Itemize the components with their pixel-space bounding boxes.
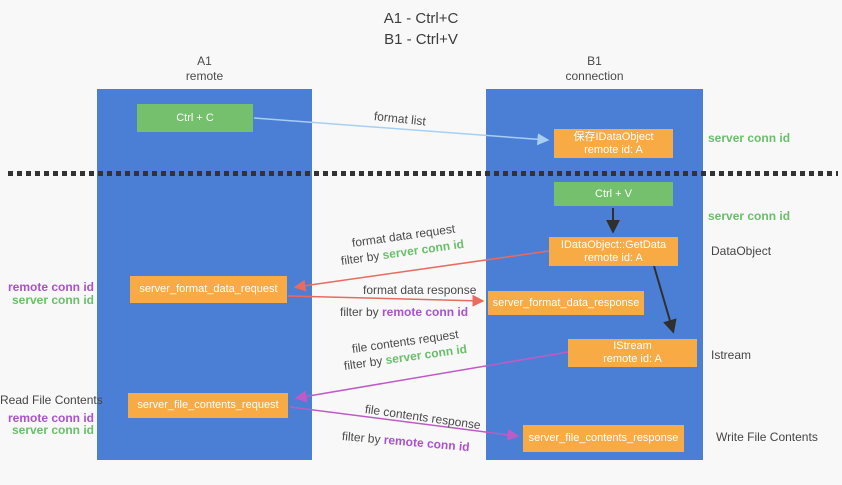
right-write-file-contents-label: Write File Contents: [716, 430, 818, 444]
filter-by-remote-conn-id-label-2: filter by remote conn id: [341, 429, 470, 454]
format-list-label: format list: [373, 109, 427, 129]
save-dataobject-line1: 保存IDataObject: [573, 130, 654, 143]
ctrl-v-label: Ctrl + V: [595, 187, 632, 200]
getdata-line1: IDataObject::GetData: [560, 238, 667, 251]
lane-b1-name: B1: [587, 54, 602, 68]
title-line-2: B1 - Ctrl+V: [384, 31, 458, 48]
left-server-conn-id-bottom: server conn id: [11, 423, 94, 437]
title-line-1: A1 - Ctrl+C: [383, 10, 459, 27]
right-dataobject-label: DataObject: [711, 244, 772, 258]
filter-by-text-2: filter by: [340, 305, 383, 319]
istream-box: IStream remote id: A: [568, 339, 697, 367]
getdata-box: IDataObject::GetData remote id: A: [549, 237, 678, 266]
left-read-file-contents-label: Read File Contents: [0, 393, 103, 407]
save-dataobject-line2: remote id: A: [584, 143, 643, 156]
lane-header-a1: A1 remote: [96, 54, 313, 84]
file-contents-response-label: file contents response: [364, 402, 482, 433]
left-remote-conn-id-bottom: remote conn id: [7, 411, 94, 425]
server-file-contents-request-label: server_file_contents_request: [137, 399, 279, 411]
left-server-conn-id-top: server conn id: [11, 293, 94, 307]
server-format-data-request-label: server_format_data_request: [139, 283, 278, 295]
format-data-response-label: format data response: [363, 283, 477, 297]
diagram-title: A1 - Ctrl+C B1 - Ctrl+V: [0, 8, 842, 50]
server-format-data-response-box: server_format_data_response: [488, 291, 644, 315]
right-server-conn-id-top: server conn id: [708, 131, 791, 145]
ctrl-v-box: Ctrl + V: [554, 182, 673, 206]
istream-line2: remote id: A: [603, 353, 662, 365]
save-dataobject-box: 保存IDataObject remote id: A: [554, 129, 673, 158]
remote-conn-id-text-1: remote conn id: [382, 305, 469, 319]
istream-line1: IStream: [613, 340, 652, 352]
server-file-contents-response-label: server_file_contents_response: [528, 432, 679, 444]
getdata-line2: remote id: A: [584, 251, 643, 264]
left-remote-conn-id-top: remote conn id: [7, 280, 94, 294]
ctrl-c-box: Ctrl + C: [137, 104, 253, 132]
filter-by-remote-conn-id-label-1: filter by remote conn id: [340, 305, 468, 319]
lane-a1-name: A1: [197, 54, 212, 68]
server-format-data-response-label: server_format_data_response: [492, 296, 640, 309]
lane-b1-role: connection: [565, 69, 624, 83]
server-file-contents-response-box: server_file_contents_response: [523, 425, 684, 452]
ctrl-c-label: Ctrl + C: [176, 111, 214, 124]
server-file-contents-request-box: server_file_contents_request: [128, 393, 288, 418]
filter-by-text-4: filter by: [341, 429, 385, 447]
server-format-data-request-box: server_format_data_request: [130, 276, 287, 303]
remote-conn-id-text-2: remote conn id: [383, 432, 471, 455]
filter-by-text-3: filter by: [343, 353, 387, 373]
filter-by-text-1: filter by: [340, 248, 384, 268]
right-server-conn-id-mid: server conn id: [708, 209, 791, 223]
dotted-separator-line: [8, 171, 838, 176]
lane-a1-role: remote: [185, 69, 224, 83]
lane-header-b1: B1 connection: [486, 54, 703, 84]
right-istream-label: Istream: [711, 348, 752, 362]
